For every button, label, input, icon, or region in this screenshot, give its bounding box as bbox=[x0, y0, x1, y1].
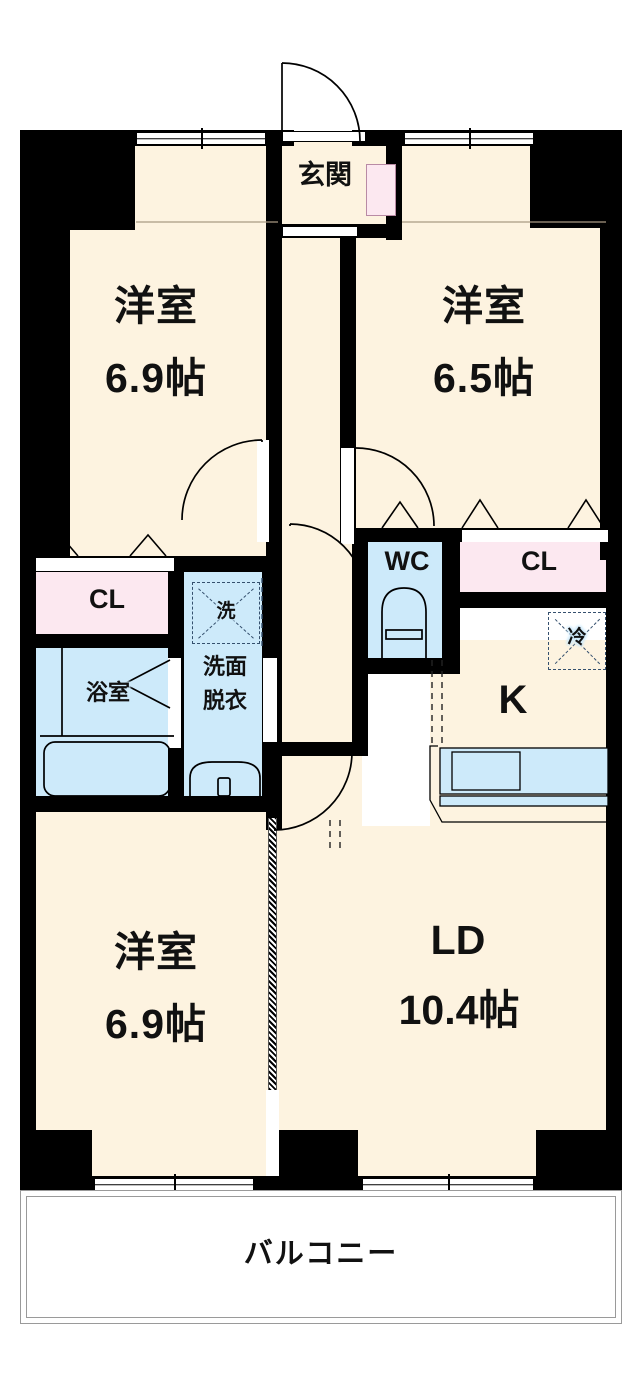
washroom-fill bbox=[182, 572, 268, 798]
label-living-dining-area: 10.4帖 bbox=[398, 987, 520, 1033]
label-bedroom-sw-name: 洋室 bbox=[114, 929, 198, 975]
wall-pier-bottom-mid bbox=[266, 1130, 358, 1192]
label-closet-west: CL bbox=[89, 584, 125, 614]
door-washroom-entry[interactable] bbox=[263, 658, 277, 742]
wall-closet-bath-divider bbox=[20, 634, 180, 648]
label-washroom-line1: 洗面 bbox=[202, 654, 247, 679]
door-bath-entry[interactable] bbox=[168, 658, 181, 748]
entrance-door-threshold[interactable] bbox=[282, 131, 366, 142]
movable-partition-wall bbox=[268, 818, 277, 1090]
room-floor-living-dining bbox=[278, 826, 612, 1178]
wall-pier-bottom-left bbox=[20, 1130, 92, 1192]
balcony-outer-edge bbox=[26, 1196, 616, 1318]
room-floor-bedroom-sw bbox=[34, 812, 278, 1178]
washing-machine-space bbox=[192, 582, 260, 644]
door-closet-east-opening[interactable] bbox=[462, 530, 608, 542]
wall-hallway-right-lower bbox=[352, 658, 368, 754]
label-bedroom-ne-name: 洋室 bbox=[442, 283, 526, 329]
window-mullion bbox=[469, 128, 471, 149]
wall-wet-bottom bbox=[20, 796, 280, 812]
window-mullion bbox=[448, 1174, 450, 1195]
label-entrance: 玄関 bbox=[298, 160, 352, 190]
shoe-cabinet bbox=[366, 164, 396, 216]
entrance-inner-door[interactable] bbox=[282, 226, 358, 237]
door-bedroom-nw-sliding[interactable] bbox=[257, 440, 269, 542]
closet-east-fill bbox=[460, 538, 612, 596]
closet-west-fill bbox=[34, 572, 178, 634]
wall-left-exterior bbox=[20, 130, 36, 1190]
window-bedroom-ne-north bbox=[404, 128, 534, 149]
balcony-area bbox=[20, 1190, 622, 1324]
door-bedroom-ne-sliding[interactable] bbox=[341, 448, 354, 544]
wall-toilet-left bbox=[352, 528, 368, 674]
label-bedroom-ne-area: 6.5帖 bbox=[433, 355, 535, 401]
wall-hallway-bottom-stub bbox=[266, 742, 368, 756]
window-mullion bbox=[174, 1174, 176, 1195]
wall-closet-east-bottom bbox=[446, 592, 622, 608]
label-washroom-line2: 脱衣 bbox=[202, 688, 247, 713]
bathroom-fill bbox=[34, 648, 178, 798]
label-toilet: WC bbox=[384, 546, 430, 576]
label-fridge-space: 冷 bbox=[567, 627, 587, 648]
label-washer-space: 洗 bbox=[216, 601, 236, 622]
label-kitchen: K bbox=[498, 678, 528, 722]
wall-toilet-top bbox=[352, 528, 460, 542]
door-bedroom-sw-opening[interactable] bbox=[266, 1090, 279, 1176]
wall-pier-bottom-right bbox=[536, 1130, 622, 1192]
wall-toilet-bottom bbox=[352, 658, 460, 674]
label-living-dining-name: LD bbox=[430, 917, 486, 963]
door-closet-west-opening[interactable] bbox=[36, 558, 174, 571]
label-bedroom-nw-name: 洋室 bbox=[114, 283, 198, 329]
label-bedroom-nw-area: 6.9帖 bbox=[105, 355, 207, 401]
label-closet-east: CL bbox=[521, 546, 557, 576]
label-balcony: バルコニー bbox=[243, 1238, 399, 1270]
window-mullion bbox=[201, 128, 203, 149]
label-bathroom: 浴室 bbox=[85, 680, 130, 705]
window-bedroom-nw-north bbox=[136, 128, 266, 149]
label-bedroom-sw-area: 6.9帖 bbox=[105, 1001, 207, 1047]
refrigerator-space bbox=[548, 612, 606, 670]
wall-right-exterior bbox=[606, 130, 622, 1190]
